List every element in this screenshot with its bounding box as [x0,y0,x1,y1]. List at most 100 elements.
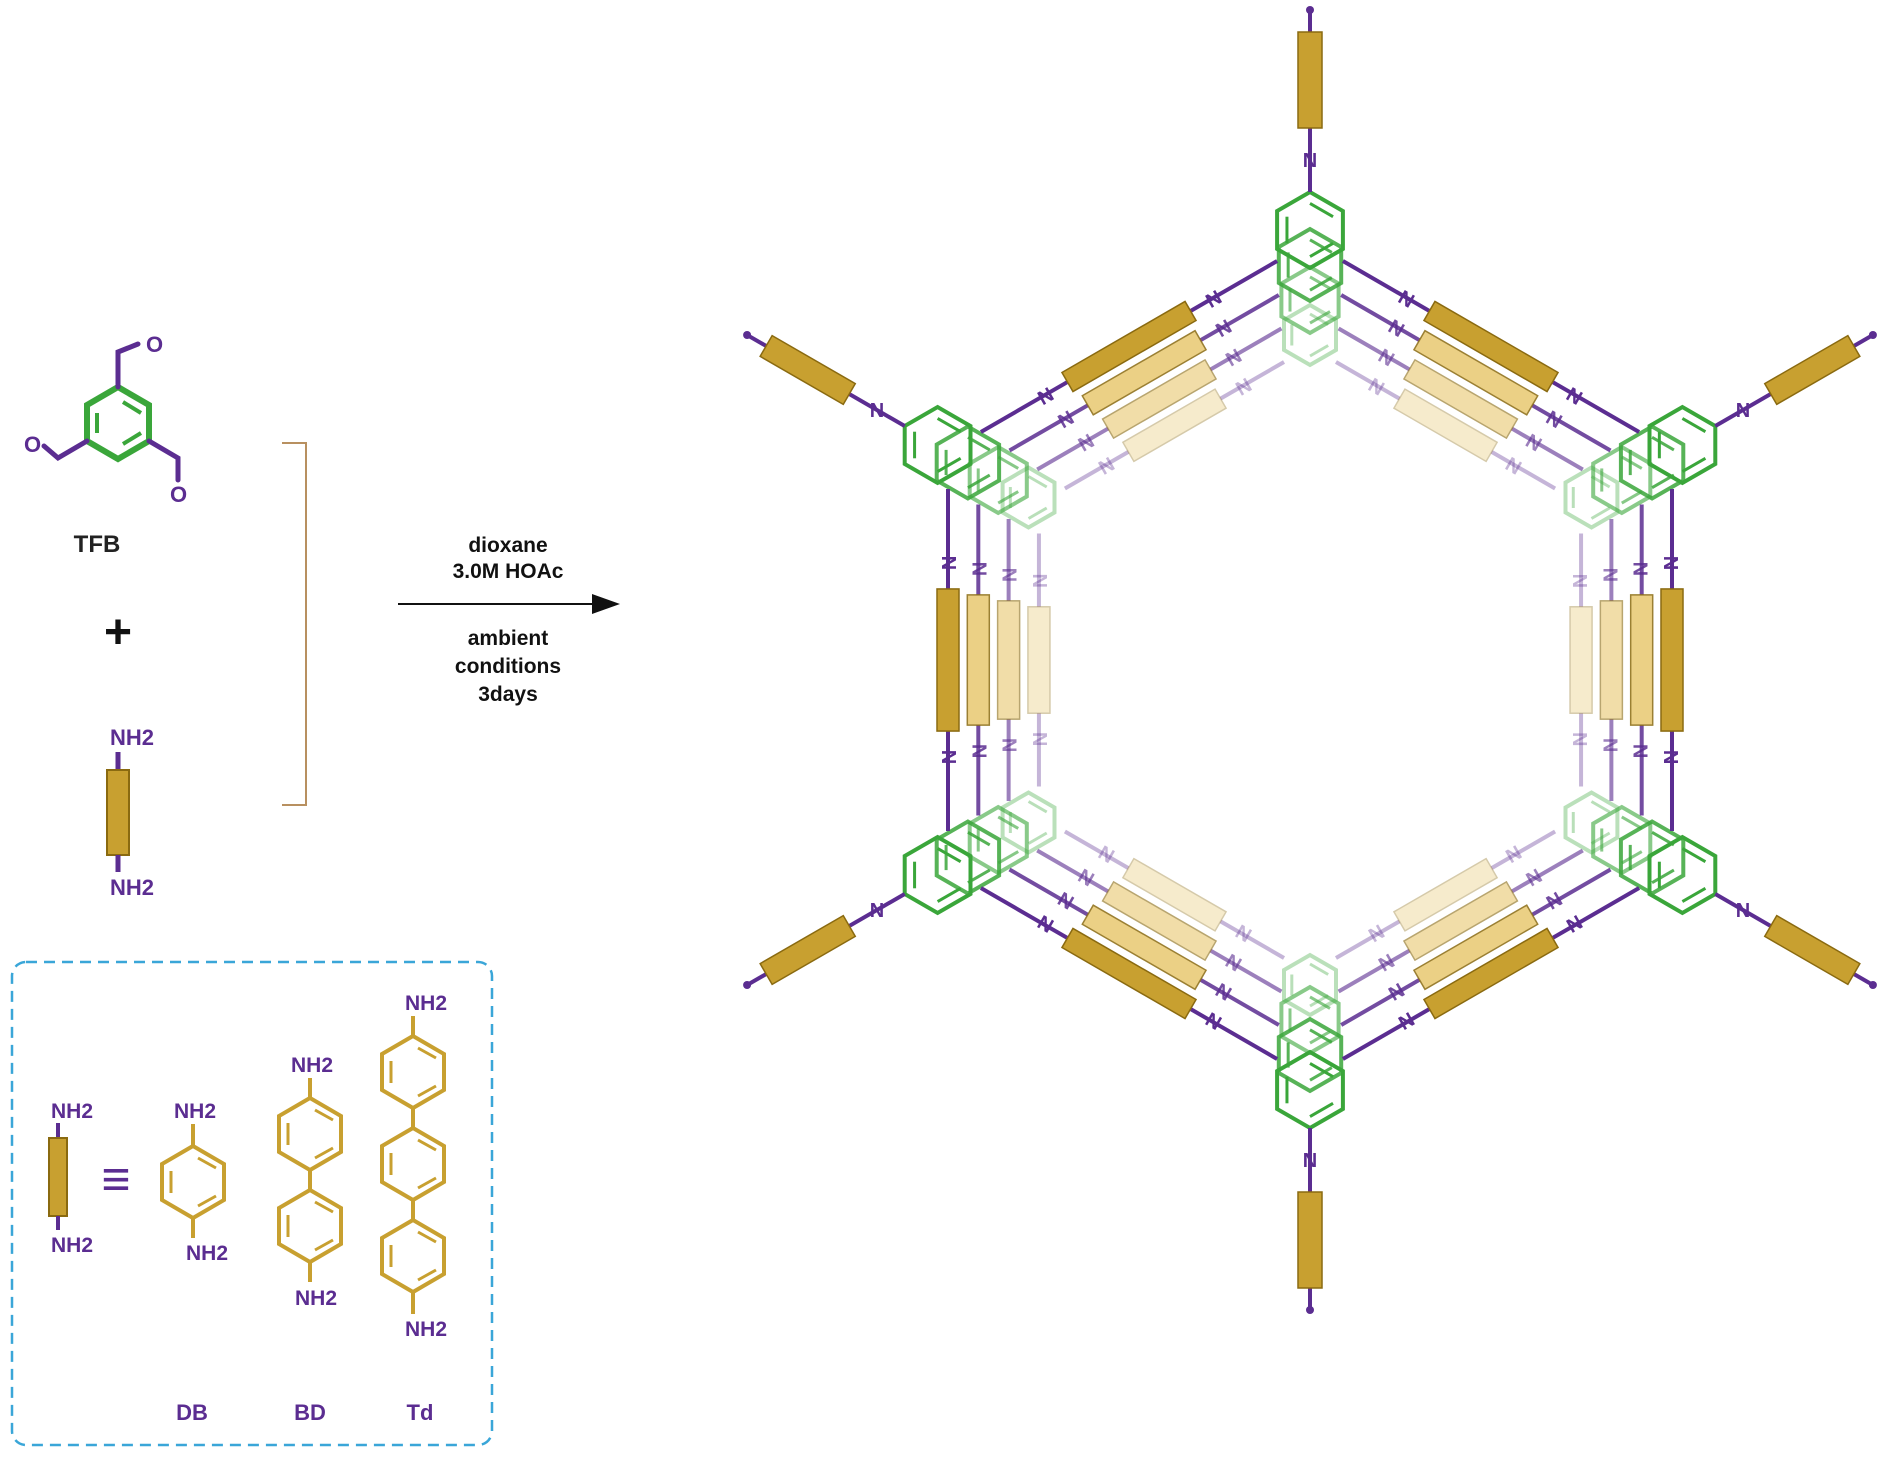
framework-amine-block [966,594,991,726]
framework-linker: NN [966,504,991,816]
node-hexagon-upper-right-double-bond [1621,490,1643,505]
node-hexagon-upper-right-double-bond [1590,506,1611,520]
node-hexagon-upper-left-double-bond [997,455,1019,470]
framework-amine-block [1060,300,1198,393]
node-hexagon-upper-right [1563,465,1620,530]
tfb-oxygen-left: O [24,432,41,457]
imine-bond [1340,978,1421,1027]
imine-nitrogen: N [1000,568,1022,582]
arm-amine-block [759,914,857,986]
node-hexagon-top-double-bond [1309,238,1333,254]
cof-framework: NNNNNNNNNNNNNNNNNNNNNNNNNNNNNNNNNNNNNNNN… [743,6,1877,1314]
arm-imine-nitrogen: N [870,400,884,422]
imine-nitrogen: N [1030,574,1052,588]
framework-linker: NN [1063,360,1286,491]
framework-amine-block [996,600,1021,720]
imine-bond [1531,403,1612,453]
framework-amine-block [1027,606,1051,714]
arm-wavy-terminus [743,981,752,989]
framework-amine-block [936,588,960,732]
diamine-bottom-amine: NH2 [110,875,154,900]
node-hexagon-bottom [1282,952,1338,1018]
node-hexagon-lower-right-double-bond [1621,850,1643,865]
imine-bond [1510,848,1584,894]
node-hexagon-lower-left-double-bond [936,887,962,903]
arm-block-group [1297,31,1323,129]
framework-linker: NN [1027,533,1052,787]
arm-imine-nitrogen: N [1303,150,1317,172]
framework-linker: NN [1337,848,1584,994]
framework-linker: NN [1659,489,1684,831]
framework-amine-block [1392,857,1499,932]
node-hexagon-lower-right [1647,834,1718,916]
imine-bond [1063,829,1130,870]
framework-arm-upper-left: N [743,331,906,428]
db-bottom-amine: NH2 [186,1242,228,1265]
arm-wavy-terminus [1868,981,1877,989]
reaction-arrowhead [592,594,620,614]
node-hexagon-upper-left-double-bond [936,457,962,473]
framework-arm-bottom: N [1297,1128,1323,1314]
db-label: DB [176,1400,208,1425]
imine-nitrogen: N [1598,568,1620,582]
node-hexagon-upper-left-double-bond [1027,506,1048,520]
db-structure: NH2 NH2 DB [160,1100,228,1425]
imine-bond [1036,426,1110,472]
framework-linker: NN [1568,533,1593,787]
imine-bond [1551,886,1641,940]
framework-amine-block [1121,857,1228,932]
framework-amine-block [1081,904,1208,991]
framework-linker: NN [1337,326,1584,472]
arm-block-group [759,334,857,406]
arm-amine-block [1763,334,1861,406]
node-hexagon-top-double-bond [1309,275,1331,290]
arm-amine-block [1763,914,1861,986]
node-hexagon-upper-right-double-bond [1621,455,1643,470]
node-hexagon-lower-left [902,834,973,916]
node-hexagon-bottom-double-bond [1309,1066,1333,1082]
imine-bond [1189,259,1279,313]
arm-imine-nitrogen: N [870,900,884,922]
imine-bond [1199,978,1280,1027]
arm-wavy-terminus [1868,331,1877,339]
framework-amine-block [1412,904,1539,991]
imine-nitrogen: N [1629,744,1651,758]
imine-bond [979,380,1069,434]
framework-amine-block [1402,358,1519,440]
condition-time: 3days [478,683,538,706]
imine-nitrogen: N [939,750,961,764]
framework-amine-block [1081,329,1208,416]
arm-imine-nitrogen: N [1736,400,1750,422]
imine-bond [1219,360,1286,401]
arm-imine-nitrogen: N [1303,1150,1317,1172]
framework-amine-block [1422,927,1560,1020]
node-hexagon-bottom-double-bond [1309,962,1329,976]
node-hexagon-upper-right-double-bond [1651,436,1675,452]
arm-block-group [759,914,857,986]
arm-wavy-terminus [1306,6,1314,14]
node-hexagon-lower-left-double-bond [936,847,962,863]
imine-bond [1209,326,1283,372]
framework-amine-block [1422,300,1560,393]
arm-wavy-terminus [1306,1306,1314,1314]
inset-border [10,960,494,1447]
framework-linker: NN [1036,848,1283,994]
node-hexagon-lower-left-double-bond [997,815,1019,830]
bd-structure: NH2 NH2 BD [277,1054,343,1425]
imine-nitrogen: N [1629,562,1651,576]
bd-bottom-amine: NH2 [295,1287,337,1310]
td-label: Td [407,1400,434,1425]
imine-bond [1219,919,1286,960]
framework-linker: NN [1036,326,1283,472]
imine-bond [1337,326,1411,372]
imine-nitrogen: N [1030,732,1052,746]
node-hexagon-bottom-double-bond [1309,1062,1334,1078]
imine-bond [1490,450,1557,491]
node-hexagon-bottom-double-bond [1309,1102,1334,1118]
inset-generic-top: NH2 [51,1100,93,1123]
arm-imine-nitrogen: N [1736,900,1750,922]
node-hexagon-upper-right-double-bond [1681,417,1707,433]
framework-amine-block [1629,594,1654,726]
node-hexagon-bottom-double-bond [1309,995,1331,1010]
